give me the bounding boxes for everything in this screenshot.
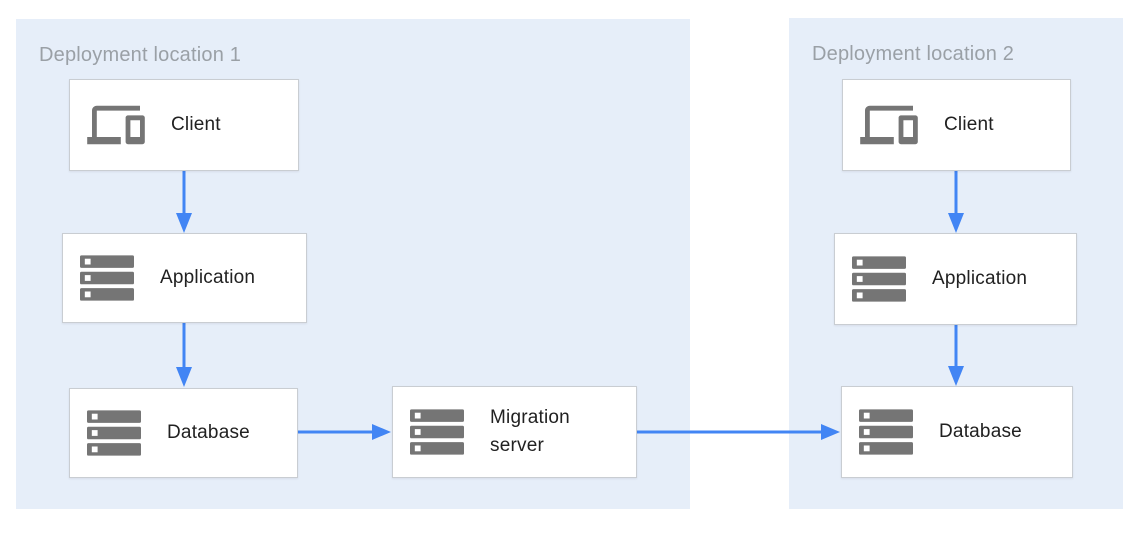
node-label: Client [171,114,221,135]
database-node-2: Database [841,386,1073,478]
server-icon [80,255,134,301]
server-icon [87,410,141,456]
devices-icon [860,101,918,149]
server-icon [410,409,464,455]
client-node-2: Client [842,79,1071,171]
node-label: Client [944,114,994,135]
node-label: Application [160,267,256,288]
application-node-2: Application [834,233,1077,325]
node-label: Application [932,268,1028,289]
client-node-1: Client [69,79,299,171]
server-icon [852,256,906,302]
deployment-location-2-label: Deployment location 2 [812,43,1015,65]
devices-icon [87,101,145,149]
database-node-1: Database [69,388,298,478]
server-icon [859,409,913,455]
deployment-location-1-label: Deployment location 1 [39,44,242,66]
node-label: Database [167,422,250,443]
migration-server-node: Migration server [392,386,637,478]
node-label: Database [939,421,1022,442]
node-label: Migration server [490,407,570,456]
application-node-1: Application [62,233,307,323]
